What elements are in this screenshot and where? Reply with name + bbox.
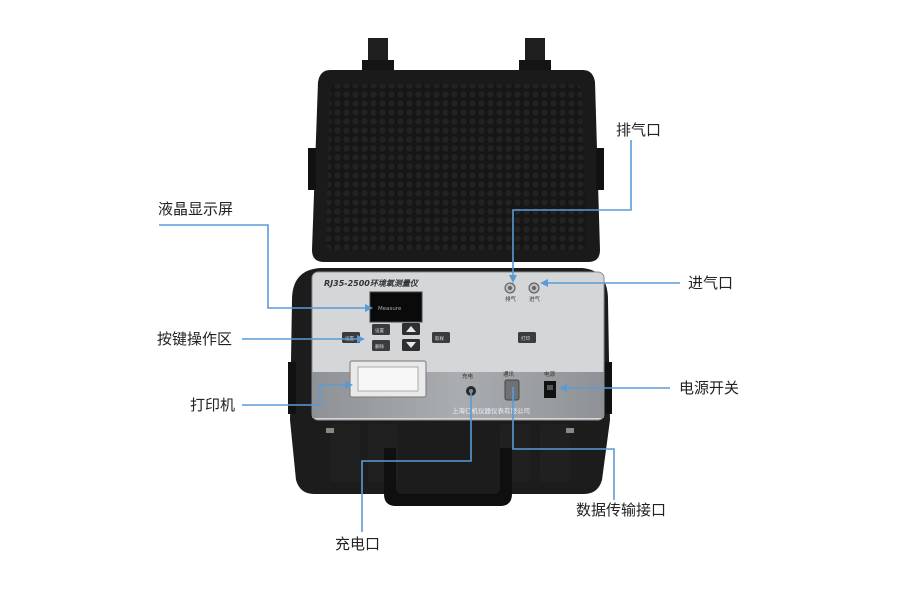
- power-switch-label: 电源: [544, 370, 556, 378]
- data-port-callout: 数据传输接口: [576, 501, 667, 519]
- lcd-screen: [369, 291, 423, 323]
- key-label: 取样: [435, 335, 444, 342]
- key-set-left[interactable]: [342, 332, 360, 343]
- exhaust-port-leader: [512, 140, 632, 280]
- up-arrow-icon: [406, 326, 416, 332]
- data-port: [504, 379, 520, 401]
- down-arrow-icon: [406, 342, 416, 348]
- key-set[interactable]: [372, 324, 390, 335]
- charge-port-label: 充电: [462, 372, 474, 380]
- callout-leaders: [159, 140, 680, 532]
- exhaust-port-label: 排气: [505, 295, 517, 303]
- top-latches: [362, 38, 551, 74]
- gas-ports: 排气 进气: [504, 282, 541, 303]
- arrowhead-icon: [540, 279, 548, 287]
- comm-port-label: 通讯: [503, 370, 515, 378]
- key-print[interactable]: [518, 332, 536, 343]
- key-sample[interactable]: [432, 332, 450, 343]
- key-delete[interactable]: [372, 340, 390, 351]
- key-label: 打印: [521, 335, 530, 342]
- printer-callout: 打印机: [190, 396, 236, 414]
- lcd-screen-callout: 液晶显示屏: [158, 200, 234, 218]
- exhaust-port-callout: 排气口: [616, 121, 662, 139]
- data-port-leader: [512, 387, 615, 500]
- printer-leader: [242, 384, 350, 406]
- key-label: 设置: [375, 327, 384, 334]
- intake-port-callout: 进气口: [688, 274, 734, 292]
- keypad-area-callout: 按键操作区: [157, 330, 233, 348]
- arrowhead-icon: [509, 275, 517, 283]
- charge-port-leader: [361, 392, 472, 532]
- power-switch-callout: 电源开关: [679, 379, 740, 397]
- lcd-leader: [159, 224, 370, 309]
- arrowhead-icon: [357, 335, 365, 343]
- keypad: 设置 设置 删除 取样 打印: [342, 323, 536, 351]
- arrowhead-icon: [559, 384, 567, 392]
- panel-model-title: RJ35-2500环境氧测量仪: [324, 279, 420, 288]
- arrowhead-icon: [345, 381, 353, 389]
- control-panel: RJ35-2500环境氧测量仪 Measure 设置 设置 删除 取样 打印: [311, 271, 605, 421]
- charge-port-callout: 充电口: [335, 535, 381, 553]
- manufacturer-name: 上海仁机仪器仪表有限公司: [452, 406, 530, 415]
- arrowhead-icon: [365, 304, 373, 312]
- case-lid: [308, 70, 604, 262]
- key-label: 删除: [375, 343, 384, 350]
- intake-port-label: 进气: [529, 295, 541, 303]
- lcd-readout: Measure: [378, 306, 402, 312]
